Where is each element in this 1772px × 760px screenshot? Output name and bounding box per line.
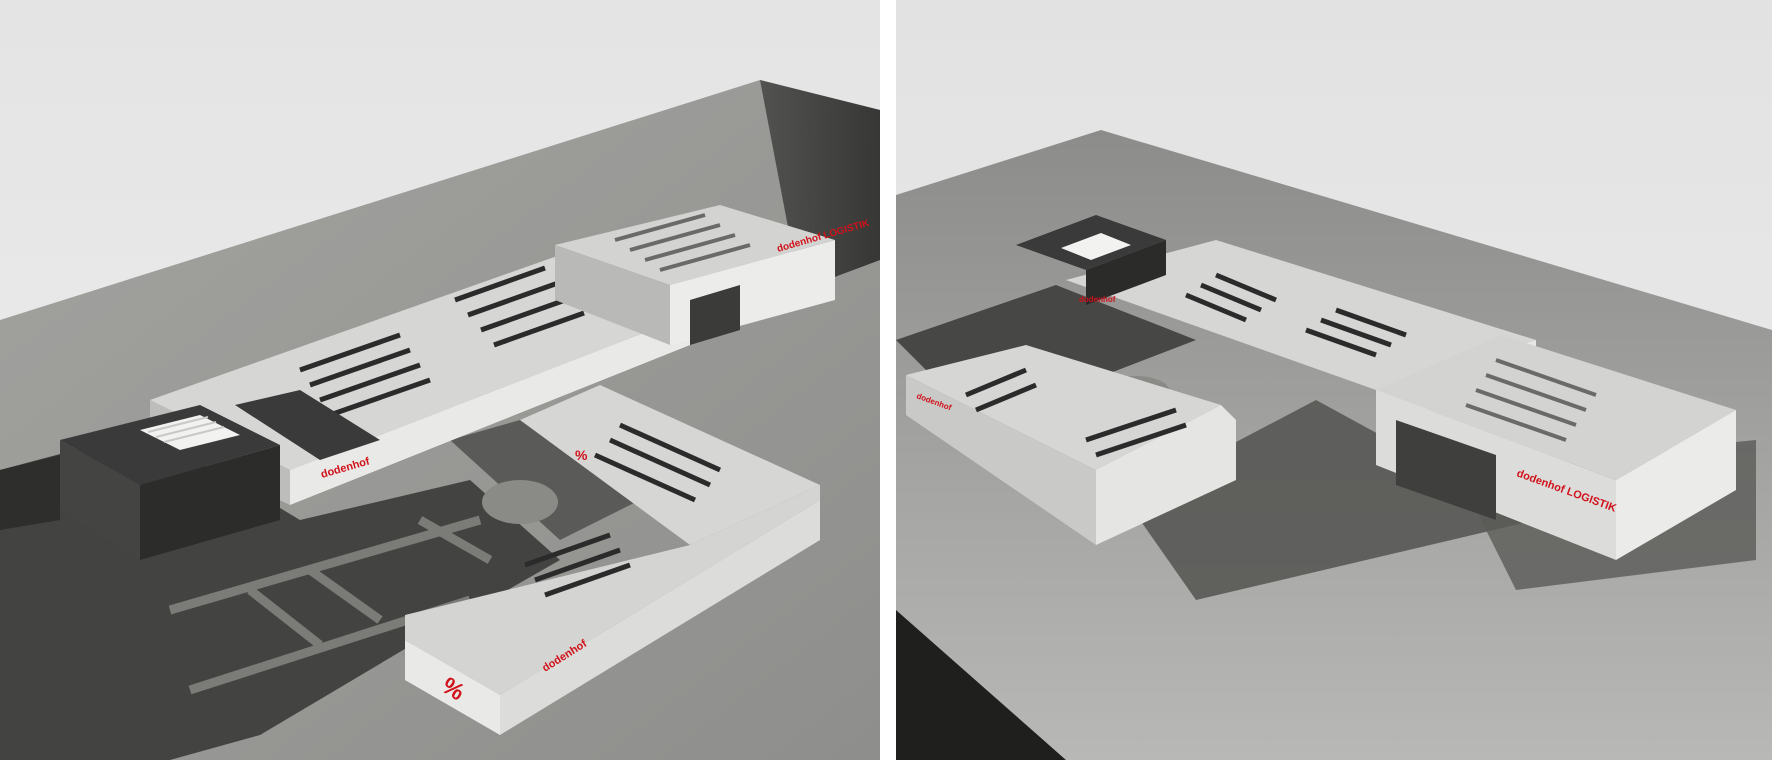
- parking-pavement-edge: [0, 455, 60, 530]
- main-bar-skylights: [299, 265, 585, 418]
- panel-divider: [880, 0, 896, 760]
- dark-block-facade: [140, 445, 280, 560]
- main-bar-skylights: [1185, 272, 1407, 358]
- logistics-side: [555, 245, 670, 345]
- south-wing-skylights: [524, 422, 722, 598]
- dark-block-wing: [235, 390, 380, 460]
- west-wing-facade: [1096, 405, 1236, 545]
- right-aerial-view: dodenhof dodenhof doden: [896, 0, 1772, 760]
- dark-block-atrium: [1061, 233, 1131, 260]
- parking-lines: [168, 515, 493, 695]
- dark-block-side: [60, 440, 140, 560]
- left-aerial-view: dodenhof LOGISTIK dodenhof: [0, 0, 880, 760]
- courtyard-percent-sign: %: [575, 447, 588, 463]
- logistics-dock: [1396, 420, 1496, 520]
- dark-block-facade: [1086, 240, 1166, 305]
- south-wing-facade-side: [500, 500, 820, 735]
- left-rendering: dodenhof LOGISTIK dodenhof: [0, 0, 880, 760]
- south-wing-roof-b: [405, 485, 820, 695]
- courtyard: [450, 420, 640, 540]
- dark-block-sign: dodenhof: [1079, 295, 1116, 304]
- logistics-facade: [1616, 410, 1736, 560]
- ground-edge: [896, 610, 1066, 760]
- logistics-dock: [690, 285, 740, 345]
- west-wing-skylights: [965, 367, 1187, 458]
- right-rendering: dodenhof dodenhof doden: [896, 0, 1772, 760]
- main-bar-facade: [290, 315, 690, 505]
- west-wing-side: [906, 375, 1096, 545]
- logistics-skylights: [1465, 358, 1597, 442]
- round-plaza: [482, 480, 558, 524]
- dark-block-louvers: [147, 416, 225, 443]
- main-bar-roof: [1066, 240, 1536, 390]
- south-wing-facade-front: [405, 640, 500, 735]
- logistics-skylights: [614, 213, 751, 272]
- logistics-roof: [1376, 335, 1736, 480]
